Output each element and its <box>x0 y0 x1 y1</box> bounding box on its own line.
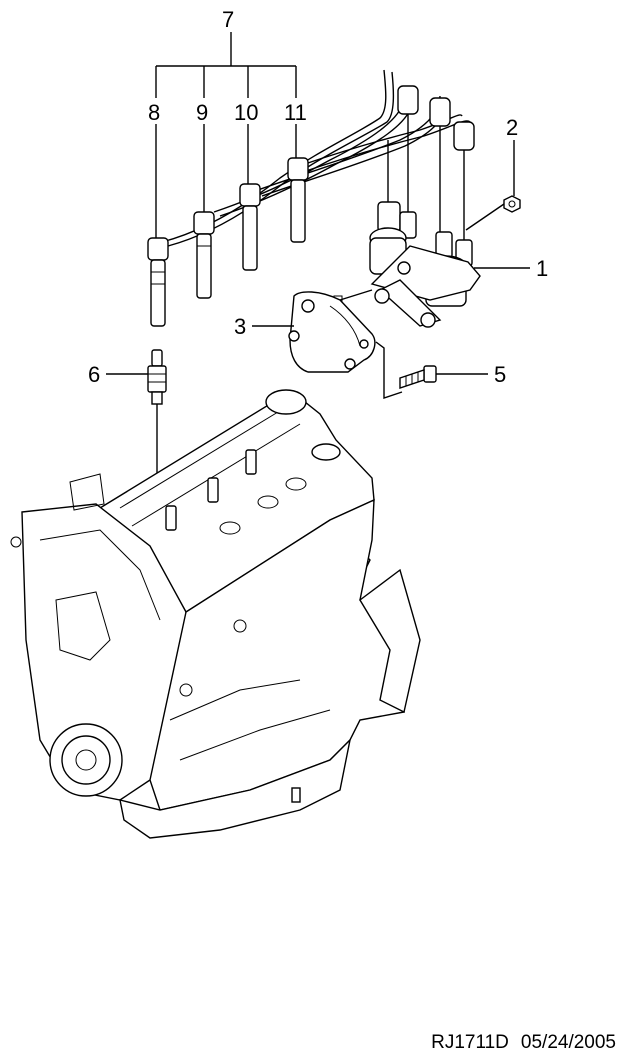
bolt-5 <box>399 365 437 389</box>
bracket-7 <box>155 32 297 98</box>
ignition-coil-assembly <box>333 201 481 328</box>
coil-bracket-3 <box>288 291 376 373</box>
drawing-footer: RJ1711D 05/24/2005 <box>431 1032 616 1054</box>
plug-wire-boot-9 <box>193 211 215 299</box>
leader-lines <box>106 124 530 375</box>
callout-3: 3 <box>234 314 246 339</box>
drawing-code: RJ1711D <box>431 1032 509 1053</box>
callout-10: 10 <box>234 100 258 125</box>
callout-6: 6 <box>88 362 100 387</box>
callout-2: 2 <box>506 115 518 140</box>
coil-wire-boots <box>387 85 475 244</box>
callout-8: 8 <box>148 100 160 125</box>
callout-9: 9 <box>196 100 208 125</box>
plug-wire-boot-11 <box>287 157 309 243</box>
callout-1: 1 <box>536 256 548 281</box>
plug-wire-boot-10 <box>239 183 261 271</box>
nut-2 <box>503 195 521 213</box>
callout-7: 7 <box>222 7 234 32</box>
callout-5: 5 <box>494 362 506 387</box>
drawing-date: 05/24/2005 <box>520 1032 616 1053</box>
callout-11: 11 <box>284 100 307 125</box>
plug-wire-boot-8 <box>147 237 169 327</box>
bolt-5-locator-line <box>375 341 403 399</box>
engine-block <box>10 389 421 839</box>
